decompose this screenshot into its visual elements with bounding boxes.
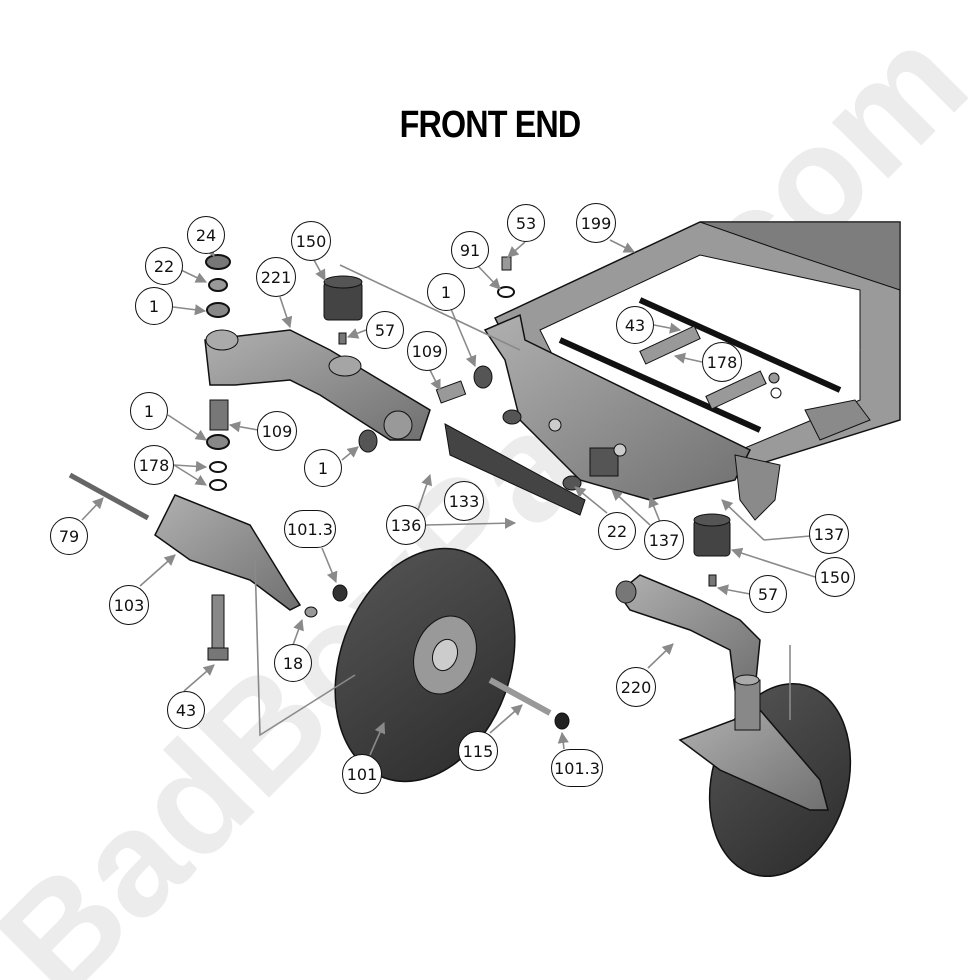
- callout-part-221[interactable]: 221: [256, 257, 296, 297]
- callout-part-220[interactable]: 220: [616, 667, 656, 707]
- callout-part-136[interactable]: 136: [386, 505, 426, 545]
- callout-part-18[interactable]: 18: [274, 644, 312, 682]
- callout-part-43[interactable]: 43: [616, 306, 654, 344]
- callout-part-103[interactable]: 103: [109, 585, 149, 625]
- callout-part-137[interactable]: 137: [809, 514, 849, 554]
- plate-133: [444, 409, 586, 516]
- frame-199: [483, 221, 901, 521]
- callout-part-101-3[interactable]: 101.3: [284, 510, 336, 548]
- callout-part-24[interactable]: 24: [187, 216, 225, 254]
- callout-part-79[interactable]: 79: [50, 517, 88, 555]
- callout-part-109[interactable]: 109: [407, 331, 447, 371]
- callout-part-115[interactable]: 115: [458, 731, 498, 771]
- callout-part-178[interactable]: 178: [702, 342, 742, 382]
- bumper-150-upper: [323, 275, 363, 345]
- bearing-stack-lower: [206, 399, 230, 491]
- bushing-109-right: [358, 365, 493, 453]
- bracket-103: [68, 472, 348, 661]
- callout-part-91[interactable]: 91: [451, 231, 489, 269]
- arm-221: [204, 329, 431, 441]
- callout-part-137[interactable]: 137: [644, 520, 684, 560]
- callout-part-1[interactable]: 1: [304, 449, 342, 487]
- bearing-stack-upper: [205, 254, 231, 318]
- callout-part-178[interactable]: 178: [134, 445, 174, 485]
- callout-part-1[interactable]: 1: [130, 392, 168, 430]
- callout-part-57[interactable]: 57: [366, 311, 404, 349]
- callout-part-199[interactable]: 199: [576, 203, 616, 243]
- callout-part-22[interactable]: 22: [598, 512, 636, 550]
- callout-part-101-3[interactable]: 101.3: [551, 749, 603, 787]
- bumper-150-lower: [693, 513, 731, 587]
- page-title: FRONT END: [399, 104, 582, 146]
- bolt-53: [497, 256, 515, 298]
- callout-part-1[interactable]: 1: [427, 273, 465, 311]
- callout-part-1[interactable]: 1: [135, 287, 173, 325]
- leader-lines: [81, 239, 816, 756]
- callout-part-133[interactable]: 133: [444, 481, 484, 521]
- callout-part-150[interactable]: 150: [815, 557, 855, 597]
- callout-part-53[interactable]: 53: [507, 204, 545, 242]
- callout-part-101[interactable]: 101: [342, 754, 382, 794]
- caster-220: [615, 574, 852, 878]
- callout-part-43[interactable]: 43: [167, 691, 205, 729]
- callout-part-109[interactable]: 109: [257, 411, 297, 451]
- bolt-43-upper: [639, 325, 782, 410]
- callout-part-57[interactable]: 57: [749, 575, 787, 613]
- callout-part-150[interactable]: 150: [291, 221, 331, 261]
- callout-part-22[interactable]: 22: [145, 247, 183, 285]
